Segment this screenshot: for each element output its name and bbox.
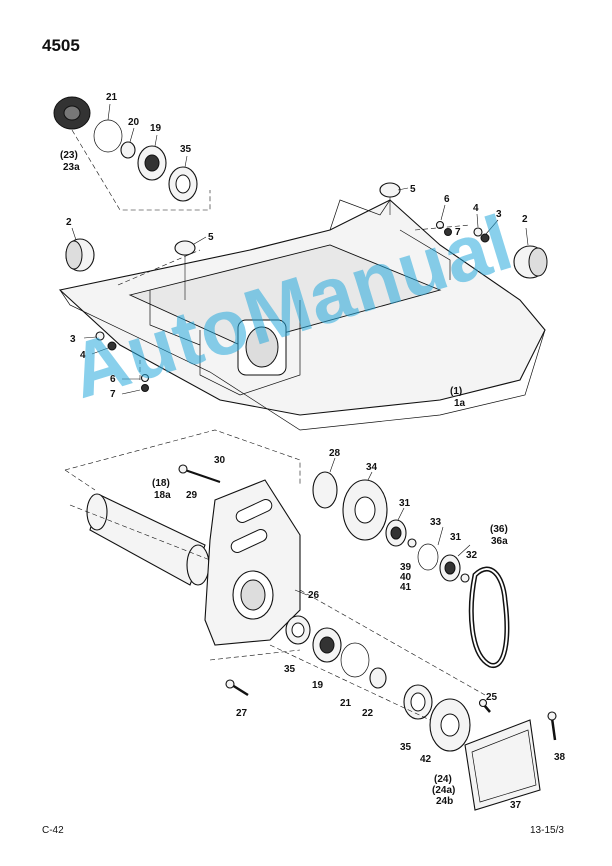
callout-24b: 24b — [436, 796, 453, 807]
callout-3-lower: 3 — [70, 334, 76, 345]
page-number: 4505 — [42, 36, 80, 55]
seal-35-c — [403, 684, 433, 720]
callout-21: 21 — [106, 92, 118, 103]
pulley-24 — [429, 698, 471, 752]
bolt-27 — [225, 679, 249, 697]
callout-24a-paren: (24a) — [432, 785, 455, 796]
callout-1a: 1a — [454, 398, 466, 409]
callout-labels: 21 20 19 35 (23) 23a 5 6 4 3 2 7 2 5 3 4… — [60, 92, 566, 811]
callout-27: 27 — [236, 708, 248, 719]
snap-ring-21 — [93, 119, 123, 153]
bearing-housing-26 — [204, 479, 301, 646]
callout-18-paren: (18) — [152, 478, 170, 489]
callout-32: 32 — [466, 550, 478, 561]
rubber-mount-left — [65, 238, 95, 272]
hub-28 — [312, 471, 338, 509]
bearing-19 — [137, 145, 167, 181]
bearing-19-b — [312, 627, 342, 663]
callout-41: 41 — [400, 582, 412, 593]
footer-left-code: C-42 — [42, 825, 64, 836]
callout-2-right: 2 — [522, 214, 528, 225]
assembly-lines — [64, 224, 486, 721]
belt-guard-37 — [464, 719, 541, 811]
callout-35-b: 35 — [284, 664, 296, 675]
washer-22 — [369, 667, 387, 689]
callout-26: 26 — [308, 590, 320, 601]
callout-34: 34 — [366, 462, 378, 473]
bolt-29-30 — [178, 464, 221, 483]
callout-5-upper: 5 — [410, 184, 416, 195]
callout-39: 39 — [400, 562, 412, 573]
callout-24-paren: (24) — [434, 774, 452, 785]
motor-18 — [86, 493, 210, 586]
callout-4-lower: 4 — [80, 350, 86, 361]
v-belt-36 — [468, 566, 510, 668]
upper-bearing-group — [53, 96, 211, 211]
lower-bearing-group — [225, 615, 491, 752]
base-plate-frame — [58, 199, 546, 431]
callout-22: 22 — [362, 708, 374, 719]
knurled-nut-23 — [53, 96, 91, 130]
callout-33: 33 — [430, 517, 442, 528]
callout-36-paren: (36) — [490, 524, 508, 535]
screw-38 — [547, 711, 557, 741]
callout-5-lower: 5 — [208, 232, 214, 243]
small-fasteners — [95, 220, 490, 392]
rubber-mount-right — [513, 245, 548, 279]
callout-6-lower: 6 — [110, 374, 116, 385]
callout-37: 37 — [510, 800, 522, 811]
bolt-25 — [478, 698, 491, 713]
callout-40: 40 — [400, 572, 412, 583]
bearing-31-b — [439, 554, 461, 582]
knob-5-upper — [379, 182, 401, 215]
callout-42: 42 — [420, 754, 432, 765]
callout-30: 30 — [214, 455, 226, 466]
callout-19-b: 19 — [312, 680, 324, 691]
callout-2-left: 2 — [66, 217, 72, 228]
pulley-34 — [342, 479, 388, 541]
callout-28: 28 — [329, 448, 341, 459]
callout-4-upper: 4 — [473, 203, 479, 214]
callout-29: 29 — [186, 490, 198, 501]
callout-23-paren: (23) — [60, 150, 78, 161]
footer-right-code: 13-15/3 — [530, 825, 564, 836]
snap-ring-21-b — [340, 642, 370, 678]
leader-lines — [71, 103, 529, 596]
callout-3-upper: 3 — [496, 209, 502, 220]
callout-19: 19 — [150, 123, 162, 134]
callout-35-c: 35 — [400, 742, 412, 753]
pulley-parts — [312, 471, 470, 583]
washer-20 — [120, 141, 136, 159]
callout-20: 20 — [128, 117, 140, 128]
callout-31-b: 31 — [450, 532, 462, 543]
callout-7-upper: 7 — [455, 227, 461, 238]
ring-33 — [417, 543, 439, 571]
callout-36a: 36a — [491, 536, 508, 547]
callout-1-paren: (1) — [450, 386, 462, 397]
callout-6-upper: 6 — [444, 194, 450, 205]
knob-5-lower — [174, 240, 196, 300]
callout-31-a: 31 — [399, 498, 411, 509]
callout-7-lower: 7 — [110, 389, 116, 400]
callout-25: 25 — [486, 692, 498, 703]
seal-35-b — [285, 615, 311, 645]
callout-38: 38 — [554, 752, 566, 763]
callout-35: 35 — [180, 144, 192, 155]
callout-21-b: 21 — [340, 698, 352, 709]
callout-18a: 18a — [154, 490, 171, 501]
bearing-31-a — [385, 519, 407, 547]
seal-35 — [168, 166, 198, 202]
callout-23a: 23a — [63, 162, 80, 173]
